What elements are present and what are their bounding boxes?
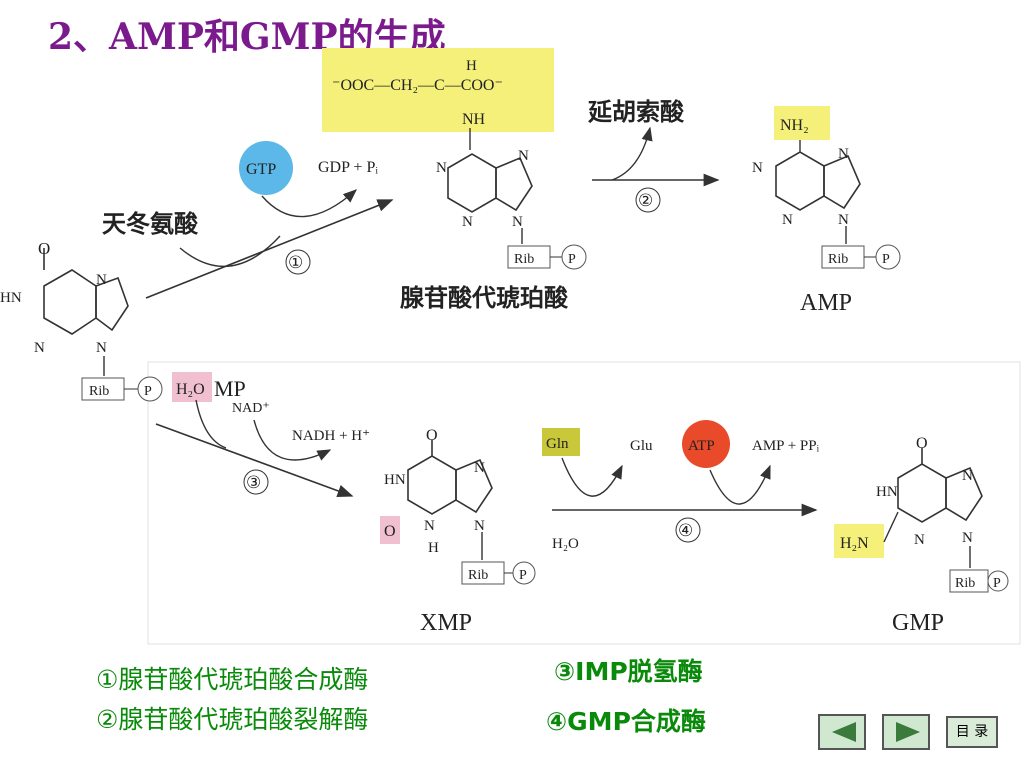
adenylosuccinate-structure: N N N N Rib P (436, 148, 587, 270)
xmp-o-top-label: O (426, 427, 438, 444)
h2o-top-label: H₂O (176, 381, 205, 398)
enzyme4-legend: ④GMP合成酶 (546, 707, 706, 736)
amp-nh2-label: NH₂ (780, 117, 809, 134)
gln-curve (561, 457, 623, 497)
imp-n2-label: N (96, 272, 107, 288)
aspartate-label: 天冬氨酸 (102, 210, 199, 238)
gln-highlight (542, 428, 580, 456)
gmp-n2-label: N (962, 468, 973, 484)
step2-circle (635, 187, 661, 213)
adenylosuccinate-label: 腺苷酸代琥珀酸 (400, 284, 569, 312)
as-n4-label: N (512, 214, 523, 230)
xmp-label: XMP (420, 610, 472, 636)
xmp-p-label: P (519, 568, 527, 583)
amp-p-label: P (882, 252, 890, 267)
glu-label: Glu (630, 438, 653, 454)
gmp-structure: O HN N N N H₂N Rib P (834, 435, 1009, 593)
step1-circle (285, 249, 311, 275)
xmp-n2-label: N (474, 460, 485, 476)
gmp-n3-label: N (962, 530, 973, 546)
step3-circle (243, 469, 269, 495)
triangle-left-icon (832, 722, 856, 742)
step3-label: ③ (246, 473, 261, 492)
imp-partial-label: MP (214, 376, 246, 401)
nad-label: NAD⁺ (232, 401, 270, 416)
xmp-h-label: H (428, 540, 439, 556)
gmp-label: GMP (892, 610, 944, 636)
as-rib-label: Rib (514, 252, 534, 267)
imp-structure: O HN N N N Rib P (0, 239, 163, 402)
imp-o-label: O (38, 239, 50, 258)
nadh-label: NADH + H⁺ (292, 428, 370, 444)
enzyme2-legend: ②腺苷酸代琥珀酸裂解酶 (96, 705, 369, 734)
fumarate-label: 延胡索酸 (587, 99, 685, 126)
xmp-n3-label: N (474, 518, 485, 534)
gmp-n1-label: N (914, 532, 925, 548)
imp-p-label: P (144, 384, 152, 399)
as-p-label: P (568, 252, 576, 267)
gmp-rib-label: Rib (955, 576, 975, 591)
xmp-rib-label: Rib (468, 568, 488, 583)
enzyme1-legend: ①腺苷酸代琥珀酸合成酶 (96, 665, 369, 694)
triangle-right-icon (896, 722, 920, 742)
prev-slide-button[interactable] (818, 714, 866, 750)
xmp-hn-label: HN (384, 472, 406, 488)
amp-n3-label: N (838, 146, 849, 162)
gmp-o-label: O (916, 435, 928, 452)
xmp-n1-label: N (424, 518, 435, 534)
gtp-circle (239, 141, 293, 195)
h2o-highlight (172, 372, 212, 402)
step1-label: ① (288, 253, 303, 272)
gln-label: Gln (546, 436, 569, 452)
aspartate-curve (179, 235, 281, 268)
lower-panel (147, 361, 1021, 645)
atp-circle (682, 420, 730, 468)
step3-arrow (155, 423, 354, 498)
imp-rib-label: Rib (89, 384, 109, 399)
amp-n2-label: N (782, 212, 793, 228)
purine-synthesis-scheme: O HN N N N Rib P 天冬氨酸 GTP GDP + Pᵢ ① H ⁻… (0, 48, 1021, 645)
step1-arrow (145, 199, 394, 299)
atp-curve (709, 464, 771, 505)
step4-circle (675, 517, 701, 543)
xmp-o-bottom-label: O (384, 523, 396, 540)
atp-label: ATP (688, 438, 715, 454)
imp-n1-label: N (34, 340, 45, 356)
imp-n3-label: N (96, 340, 107, 356)
gmp-h2n-label: H₂N (840, 535, 869, 552)
succinyl-highlight (322, 48, 554, 132)
amp-n4-label: N (838, 212, 849, 228)
enzyme3-legend: ③IMP脱氢酶 (554, 657, 703, 686)
succinyl-h-label: H (466, 58, 477, 74)
amp-structure: N N N N Rib P (752, 146, 901, 270)
amp-n1-label: N (752, 160, 763, 176)
xmp-structure: O HN O N H N N Rib P (380, 427, 536, 585)
succinyl-chain-label: ⁻OOC—CH₂—C—COO⁻ (332, 77, 503, 94)
fumarate-curve (611, 126, 653, 181)
gmp-p-label: P (993, 576, 1001, 591)
gtp-curve (261, 189, 358, 218)
succinyl-nh-label: NH (462, 111, 486, 128)
imp-hn-label: HN (0, 290, 22, 306)
gdp-pi-label: GDP + Pᵢ (318, 159, 378, 176)
next-slide-button[interactable] (882, 714, 930, 750)
step2-label: ② (638, 191, 653, 210)
as-n2-label: N (462, 214, 473, 230)
gtp-label: GTP (246, 161, 276, 178)
amino-highlight (774, 106, 830, 140)
amp-label: AMP (800, 290, 852, 316)
amp-ppi-label: AMP + PPᵢ (752, 438, 820, 454)
as-n1-label: N (436, 160, 447, 176)
table-of-contents-button[interactable]: 目 录 (946, 716, 998, 748)
step4-label: ④ (678, 521, 693, 540)
h2o-bottom-label: H₂O (552, 536, 579, 552)
gmp-hn-label: HN (876, 484, 898, 500)
h2o-curve (195, 399, 227, 449)
nad-curve (253, 419, 332, 461)
amp-rib-label: Rib (828, 252, 848, 267)
as-n3-label: N (518, 148, 529, 164)
